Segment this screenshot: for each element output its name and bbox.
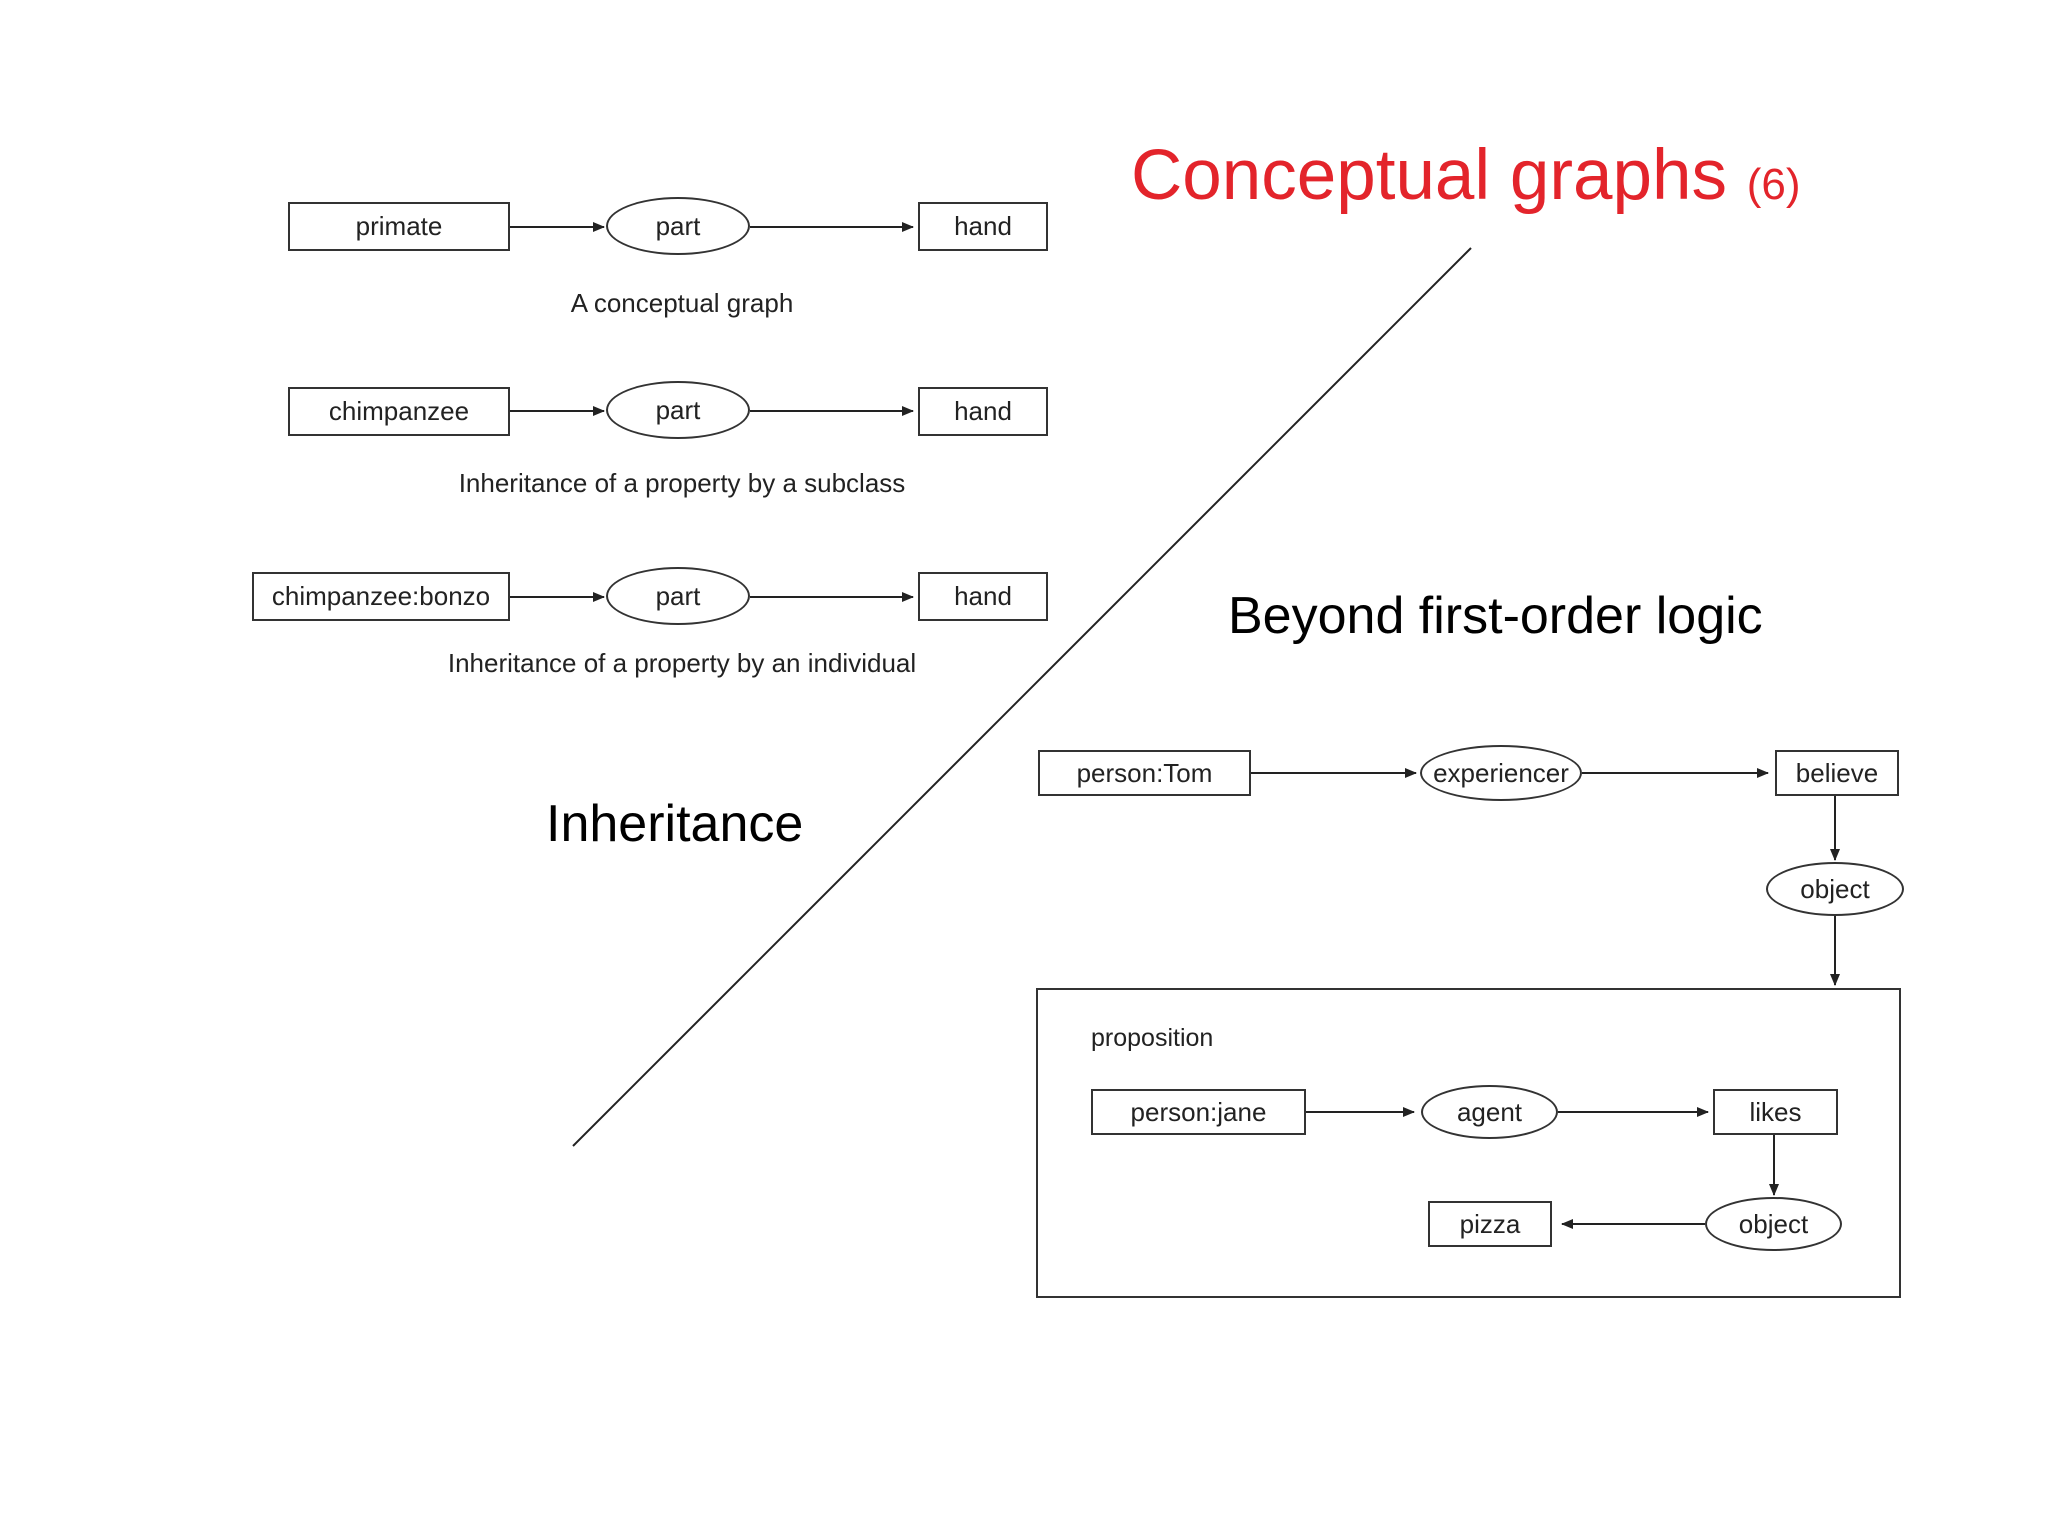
slide-title: Conceptual graphs (6) (1131, 140, 1801, 211)
concept-primate: primate (288, 202, 510, 251)
proposition-frame (1036, 988, 1901, 1298)
proposition-label: proposition (1091, 1024, 1214, 1052)
diagonal-divider (572, 247, 1472, 1147)
concept-hand-1: hand (918, 202, 1048, 251)
concept-hand-3: hand (918, 572, 1048, 621)
concept-chimpanzee: chimpanzee (288, 387, 510, 436)
title-text: Conceptual graphs (1131, 136, 1728, 215)
relation-agent: agent (1421, 1085, 1558, 1139)
relation-object-proposition: object (1705, 1197, 1842, 1251)
relation-object-belief: object (1766, 862, 1904, 916)
concept-likes: likes (1713, 1089, 1838, 1135)
relation-part-3: part (606, 567, 750, 625)
concept-person-jane: person:jane (1091, 1089, 1306, 1135)
caption-graph-2: Inheritance of a property by a subclass (458, 468, 906, 498)
inheritance-heading: Inheritance (546, 795, 804, 853)
concept-believe: believe (1775, 750, 1899, 796)
relation-part-2: part (606, 381, 750, 439)
beyond-first-order-heading: Beyond first-order logic (1228, 587, 1763, 645)
relation-experiencer: experiencer (1420, 745, 1582, 801)
concept-hand-2: hand (918, 387, 1048, 436)
relation-part-1: part (606, 197, 750, 255)
concept-chimpanzee-bonzo: chimpanzee:bonzo (252, 572, 510, 621)
concept-pizza: pizza (1428, 1201, 1552, 1247)
concept-person-tom: person:Tom (1038, 750, 1251, 796)
caption-graph-3: Inheritance of a property by an individu… (447, 648, 917, 678)
caption-graph-1: A conceptual graph (570, 288, 794, 318)
title-number: (6) (1746, 160, 1801, 209)
